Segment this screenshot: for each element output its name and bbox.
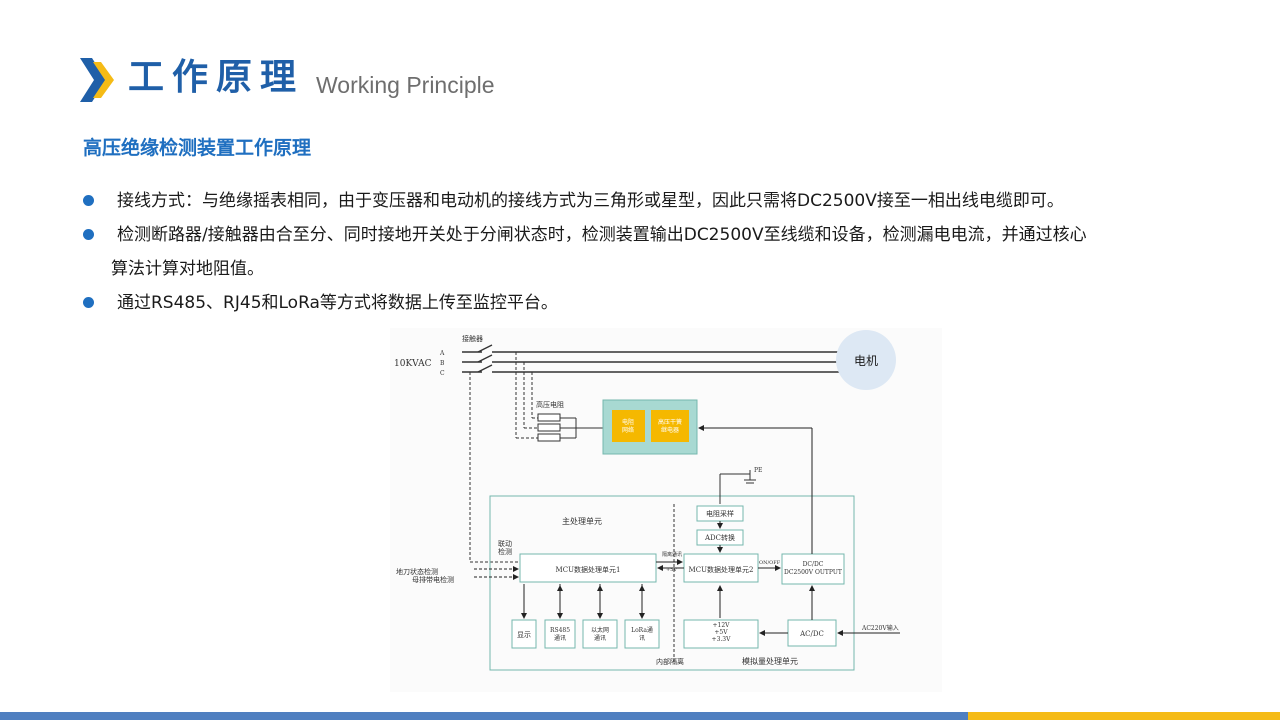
bullet-text-continued: 算法计算对地阻值。 [111,259,264,279]
lora-line2: 讯 [639,634,645,642]
phase-lines [462,344,840,373]
lora-line1: LoRa通 [631,626,653,634]
analog-unit-label: 模拟量处理单元 [742,656,798,666]
hv-power-line2: 继电器 [661,426,679,434]
hv-power-box [651,410,689,442]
page-title: 工作原理 [128,57,305,98]
power-rails-box [683,619,759,649]
bullet-dot-icon [83,297,94,308]
dashed-signal-inputs [474,566,519,580]
bullet-text: 接线方式：与绝缘摇表相同，由于变压器和电动机的接线方式为三角形或星型，因此只需将… [117,191,1064,211]
phase-a-label: A [439,350,445,357]
bullet-text: 通过RS485、RJ45和LoRa等方式将数据上传至监控平台。 [117,293,558,313]
dcdc-line1: DC/DC [803,561,824,568]
res-network-line2: 网络 [622,426,634,434]
linkage-label: 联动检测 [498,539,512,556]
internal-iso-label: 内部隔离 [656,657,684,666]
ethernet-line2: 通讯 [594,634,606,642]
phase-b-label: B [440,360,445,367]
display-box [511,619,537,649]
adc-label: ADC转换 [704,533,735,542]
res-sample-label: 电阻采样 [706,509,734,518]
mcu1-label: MCU数据处理单元1 [556,565,621,574]
power-rails-line3: +3.3V [712,636,732,643]
rs485-box [544,619,576,649]
ethernet-line1: 以太网 [591,626,609,634]
footer-bar-gold [968,712,1280,720]
page-title-english: Working Principle [316,72,495,98]
linkage-line2: 检测 [498,547,512,556]
bullet-item: 通过RS485、RJ45和LoRa等方式将数据上传至监控平台。 [83,286,1203,320]
rs485-line2: 通讯 [554,634,566,642]
res-network-box [612,410,645,442]
bullet-item: 检测断路器/接触器由合至分、同时接地开关处于分闸状态时，检测装置输出DC2500… [83,218,1203,286]
main-unit-label: 主处理单元 [562,516,602,526]
double-chevron-logo-icon [80,58,114,102]
power-rails-line2: +5V [714,629,728,636]
rs485-line1: RS485 [550,627,570,634]
hv-resistor-wiring [469,352,675,662]
bullet-item: 接线方式：与绝缘摇表相同，由于变压器和电动机的接线方式为三角形或星型，因此只需将… [83,184,1203,218]
res-network-label: 电阻网络 [622,418,634,434]
onoff-label: ON/OFF [759,560,781,566]
power-rails-line1: +12V [713,622,731,629]
ac-input-label: AC220V输入 [861,624,899,632]
pe-label: PE [754,467,762,474]
motor-circle [836,330,896,390]
dcdc-box [781,553,845,585]
phase-c-label: C [440,370,445,377]
hv-resistor-label: 高压电阻 [536,400,564,409]
acdc-label: AC/DC [799,630,824,638]
bullet-text: 检测断路器/接触器由合至分、同时接地开关处于分闸状态时，检测装置输出DC2500… [117,225,1087,245]
power-rails-label: +12V+5V+3.3V [712,622,732,643]
ethernet-label: 以太网通讯 [591,626,609,642]
hv-power-line1: 高压干簧 [658,418,682,426]
ground-switch-label: 地刀状态检测 [396,567,438,576]
footer-bar-blue [0,712,968,720]
working-principle-diagram: 接触器 10KVAC A B C 电机 高压电阻 电阻网络 高压干簧继电器 主处… [390,328,942,692]
plus5v-label: +5V [666,567,677,573]
mcu1-box [519,553,657,583]
bullet-dot-icon [83,195,94,206]
contactor-label: 接触器 [462,334,483,343]
display-label: 显示 [517,631,531,639]
dcdc-line2: DC2500V OUTPUT [784,569,842,576]
hv-power-label: 高压干簧继电器 [658,418,682,434]
busbar-label: 母排带电检测 [412,575,454,584]
voltage-label: 10KVAC [394,359,432,369]
hv-resistors [537,413,611,442]
lora-box [624,619,660,649]
pe-ground-symbol [719,470,756,504]
res-network-line1: 电阻 [622,418,634,426]
ethernet-box [582,619,618,649]
isolated-comm-label: 隔离通讯 [662,551,682,558]
diagram-connectors [521,425,900,636]
main-processing-frame [489,495,855,671]
bullet-list: 接线方式：与绝缘摇表相同，由于变压器和电动机的接线方式为三角形或星型，因此只需将… [83,184,1203,320]
section-subtitle: 高压绝缘检测装置工作原理 [83,137,312,159]
mcu2-label: MCU数据处理单元2 [689,565,754,574]
motor-label: 电机 [854,354,878,368]
linkage-line1: 联动 [498,539,512,548]
lora-label: LoRa通讯 [631,626,653,642]
bullet-dot-icon [83,229,94,240]
